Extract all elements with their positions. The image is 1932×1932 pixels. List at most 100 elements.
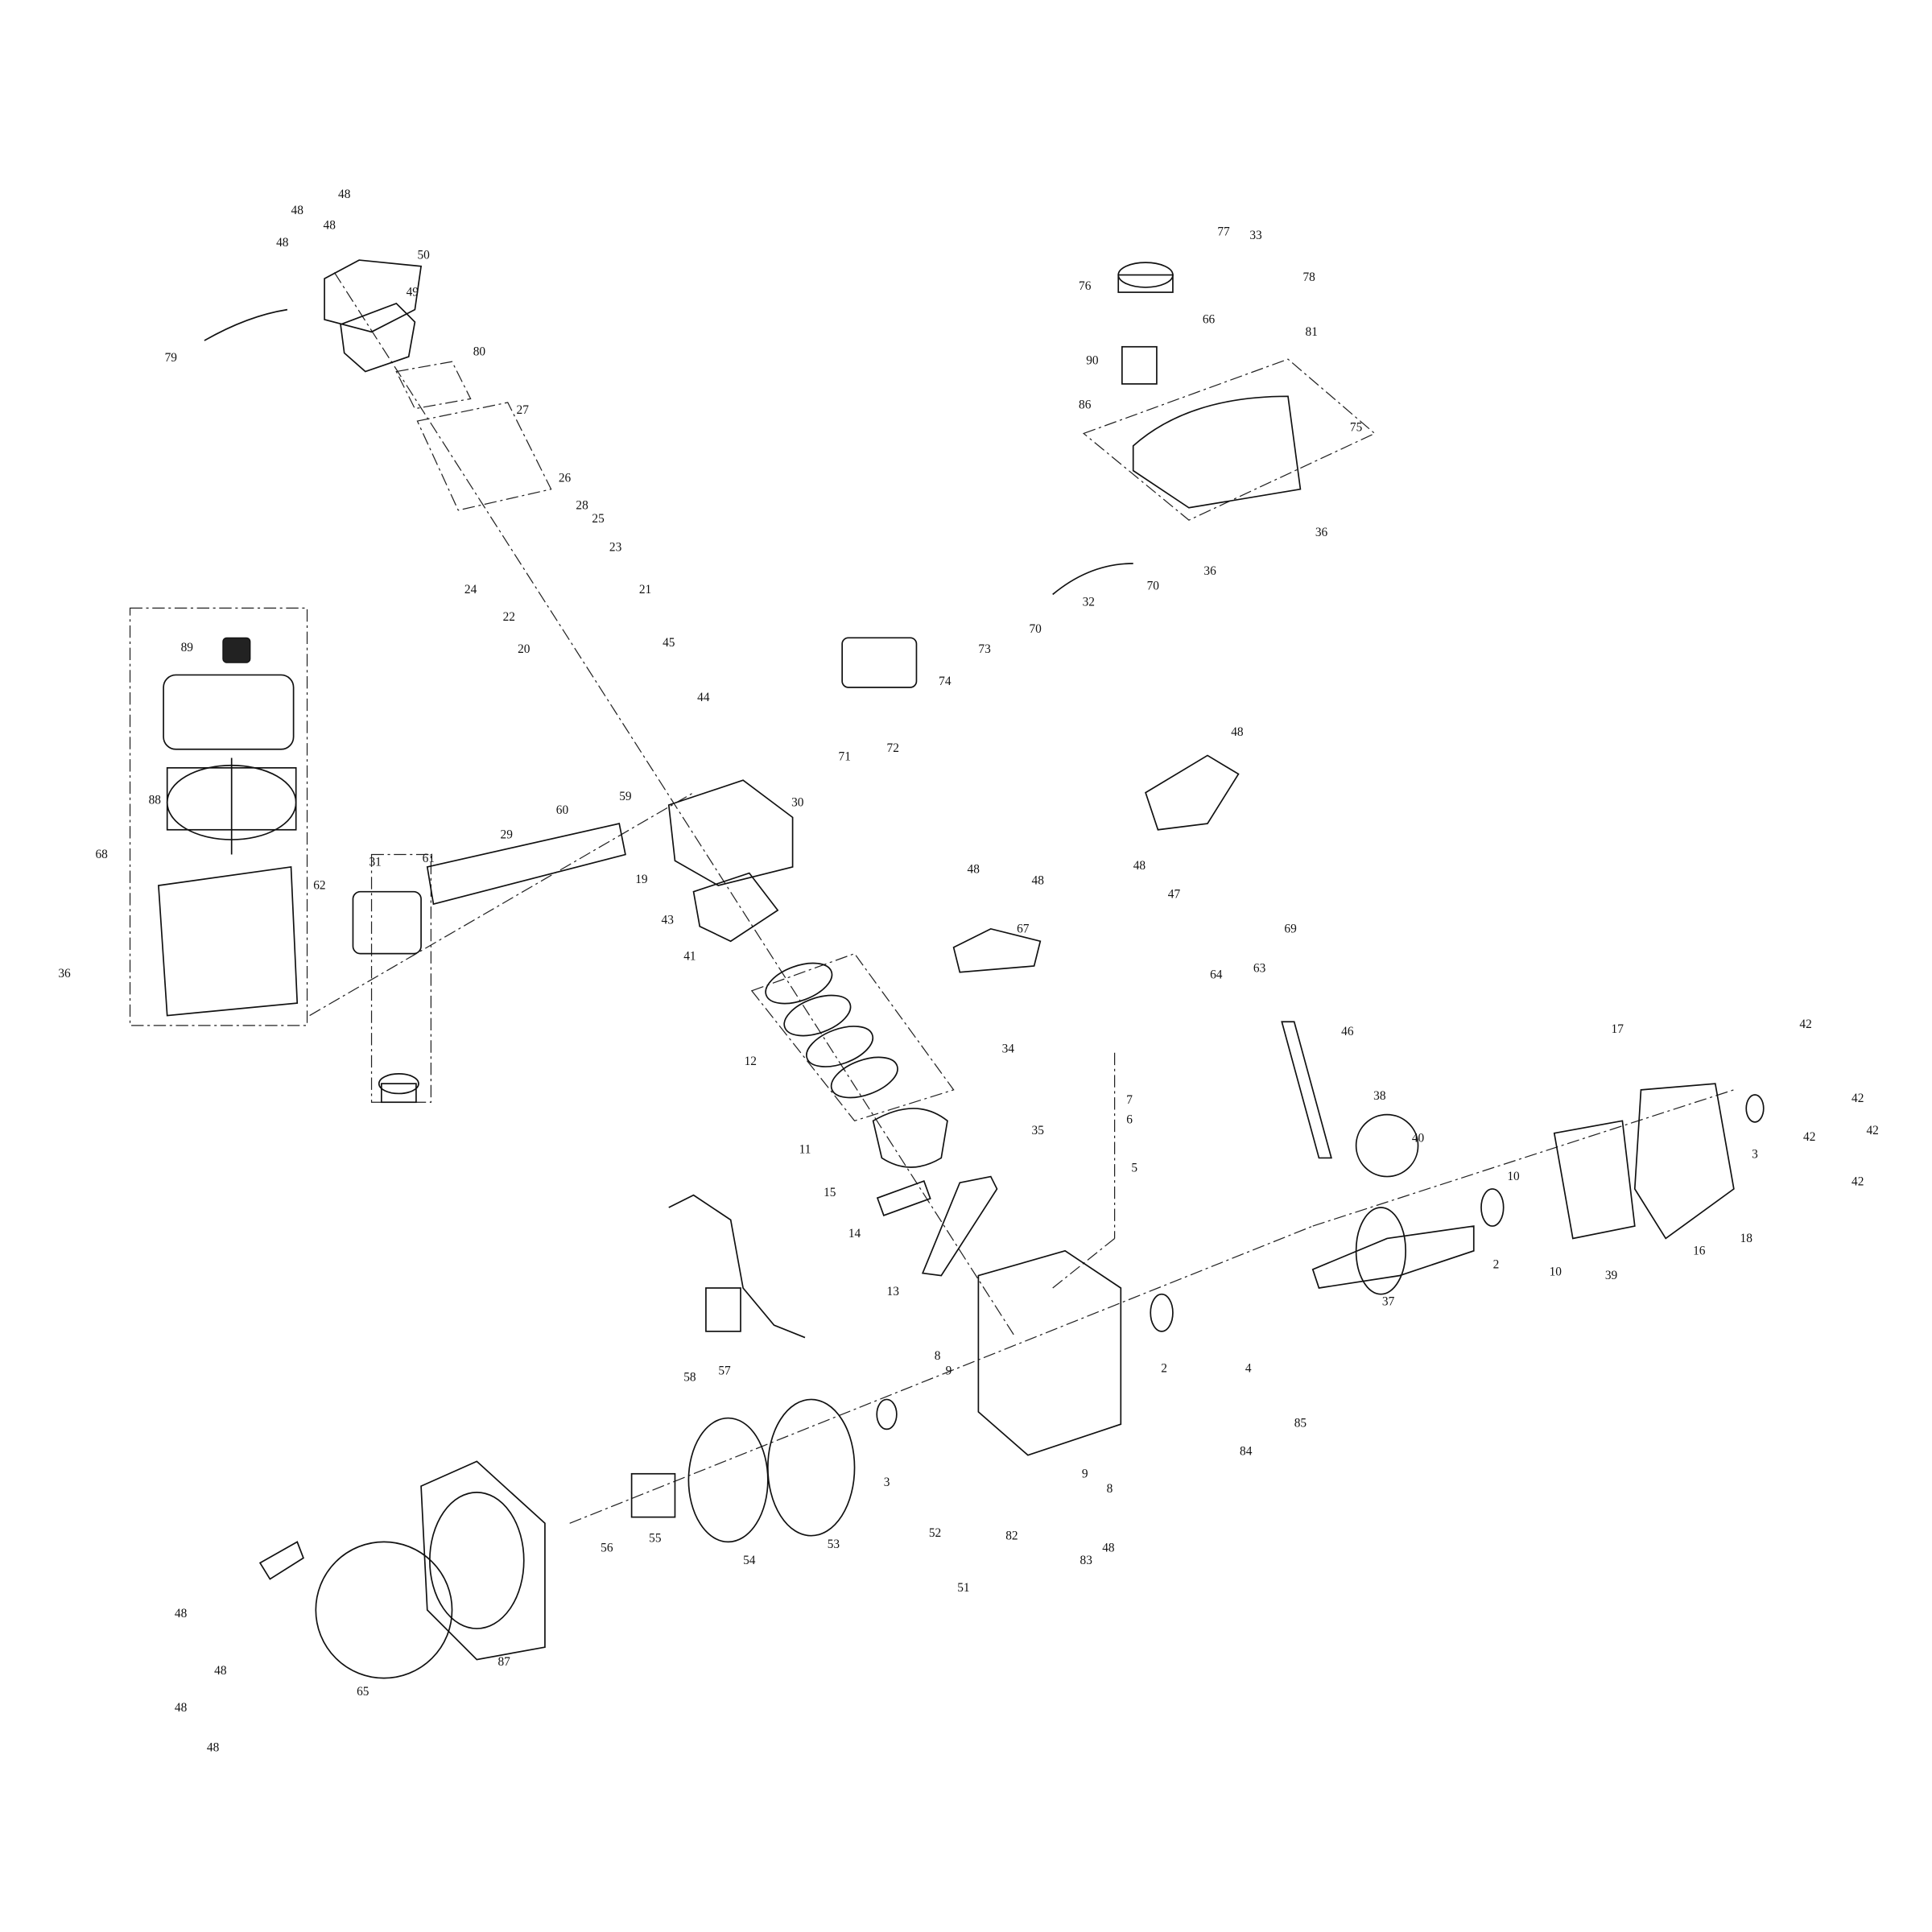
part-number-label: 8 xyxy=(935,1349,941,1363)
part-number-label: 48 xyxy=(338,188,351,201)
part-number-label: 48 xyxy=(1133,859,1146,873)
part-number-label: 21 xyxy=(639,583,651,597)
part-number-label: 90 xyxy=(1086,353,1099,367)
ignition-coil xyxy=(705,1287,741,1332)
part-number-label: 2 xyxy=(1161,1362,1167,1376)
piston xyxy=(872,1108,948,1168)
part-number-label: 3 xyxy=(884,1476,890,1489)
part-number-label: 2 xyxy=(1493,1257,1500,1271)
part-number-label: 27 xyxy=(517,403,530,417)
part-number-label: 13 xyxy=(887,1285,900,1298)
part-number-label: 44 xyxy=(697,691,710,704)
camshaft-gear xyxy=(1355,1113,1419,1178)
part-number-label: 9 xyxy=(1082,1467,1088,1480)
part-number-label: 69 xyxy=(1284,922,1297,935)
part-number-label: 60 xyxy=(556,803,569,817)
part-number-label: 61 xyxy=(423,852,435,865)
part-number-label: 89 xyxy=(181,641,194,654)
part-number-label: 48 xyxy=(1231,725,1244,739)
part-number-label: 41 xyxy=(683,949,696,963)
part-number-label: 42 xyxy=(1803,1130,1815,1144)
part-number-label: 10 xyxy=(1550,1265,1563,1279)
part-number-label: 47 xyxy=(1168,887,1181,901)
part-number-label: 5 xyxy=(1131,1161,1137,1174)
part-number-label: 24 xyxy=(464,583,477,597)
part-number-label: 48 xyxy=(276,236,289,250)
part-number-label: 15 xyxy=(824,1186,836,1199)
part-number-label: 62 xyxy=(313,879,325,893)
part-number-label: 55 xyxy=(649,1531,662,1545)
air-filter-base xyxy=(158,865,299,1017)
part-number-label: 34 xyxy=(1002,1042,1015,1056)
part-number-label: 63 xyxy=(1253,962,1266,976)
part-number-label: 70 xyxy=(1147,579,1160,592)
part-number-label: 39 xyxy=(1605,1269,1618,1282)
part-number-label: 74 xyxy=(939,675,952,688)
piston-rings xyxy=(765,962,898,1099)
part-number-label: 84 xyxy=(1240,1445,1253,1459)
part-number-label: 48 xyxy=(214,1664,227,1678)
throttle-control xyxy=(952,927,1042,973)
part-number-label: 18 xyxy=(1740,1232,1753,1245)
part-number-label: 67 xyxy=(1017,922,1030,935)
part-number-label: 49 xyxy=(407,286,419,299)
part-number-label: 36 xyxy=(1315,526,1328,539)
part-number-label: 68 xyxy=(95,848,108,861)
part-number-label: 87 xyxy=(497,1655,510,1669)
part-number-label: 7 xyxy=(1126,1093,1133,1107)
ignition-coil-lead xyxy=(668,1194,806,1339)
flywheel-fan xyxy=(687,1417,769,1543)
assembly-axes xyxy=(309,272,1735,1524)
air-filter-cap xyxy=(163,674,295,750)
group-boxes xyxy=(129,358,1376,1122)
part-number-label: 25 xyxy=(592,512,605,526)
part-number-label: 75 xyxy=(1350,420,1363,434)
part-number-label: 53 xyxy=(828,1538,840,1551)
part-number-label: 36 xyxy=(1203,564,1216,578)
part-number-label: 80 xyxy=(473,345,486,359)
recoil-starter xyxy=(315,1541,453,1679)
part-number-label: 48 xyxy=(175,1701,188,1715)
part-number-label: 83 xyxy=(1080,1554,1093,1567)
part-number-label: 8 xyxy=(1107,1482,1113,1496)
head-gasket xyxy=(692,872,779,943)
part-number-label: 20 xyxy=(518,642,530,656)
part-number-label: 30 xyxy=(791,796,804,810)
parts xyxy=(158,259,1765,1679)
part-number-label: 70 xyxy=(1029,622,1042,636)
connecting-rod xyxy=(921,1175,998,1277)
part-number-label: 10 xyxy=(1507,1170,1520,1183)
part-number-label: 19 xyxy=(635,873,648,886)
part-number-label: 4 xyxy=(1245,1362,1252,1376)
oil-seal xyxy=(876,1398,898,1430)
part-number-label: 59 xyxy=(619,790,632,803)
valve-cover-gasket xyxy=(340,302,416,373)
part-number-label: 36 xyxy=(58,967,71,980)
valve-cover xyxy=(324,259,423,333)
part-number-label: 52 xyxy=(929,1526,941,1540)
part-number-label: 43 xyxy=(662,914,675,927)
part-number-label: 82 xyxy=(1005,1529,1018,1542)
part-number-label: 81 xyxy=(1306,325,1318,339)
part-number-label: 32 xyxy=(1083,595,1095,609)
part-number-label: 58 xyxy=(683,1370,696,1384)
crankcase xyxy=(977,1249,1122,1456)
cover-gasket xyxy=(1553,1120,1636,1240)
starter-cup xyxy=(630,1472,676,1518)
muffler-guard xyxy=(1145,754,1240,831)
part-number-label: 9 xyxy=(946,1364,952,1378)
fuel-tank xyxy=(1132,395,1302,509)
oil-seal xyxy=(1745,1094,1765,1123)
part-number-label: 22 xyxy=(503,610,515,624)
intake-manifold xyxy=(426,823,626,906)
breather-tube xyxy=(204,308,288,341)
part-number-label: 11 xyxy=(799,1142,811,1156)
part-number-label: 56 xyxy=(601,1542,613,1555)
part-number-label: 35 xyxy=(1032,1124,1045,1137)
part-number-label: 73 xyxy=(978,642,991,656)
crankcase-cover xyxy=(1633,1083,1735,1240)
part-number-label: 50 xyxy=(417,249,430,262)
part-number-label: 57 xyxy=(718,1364,731,1378)
